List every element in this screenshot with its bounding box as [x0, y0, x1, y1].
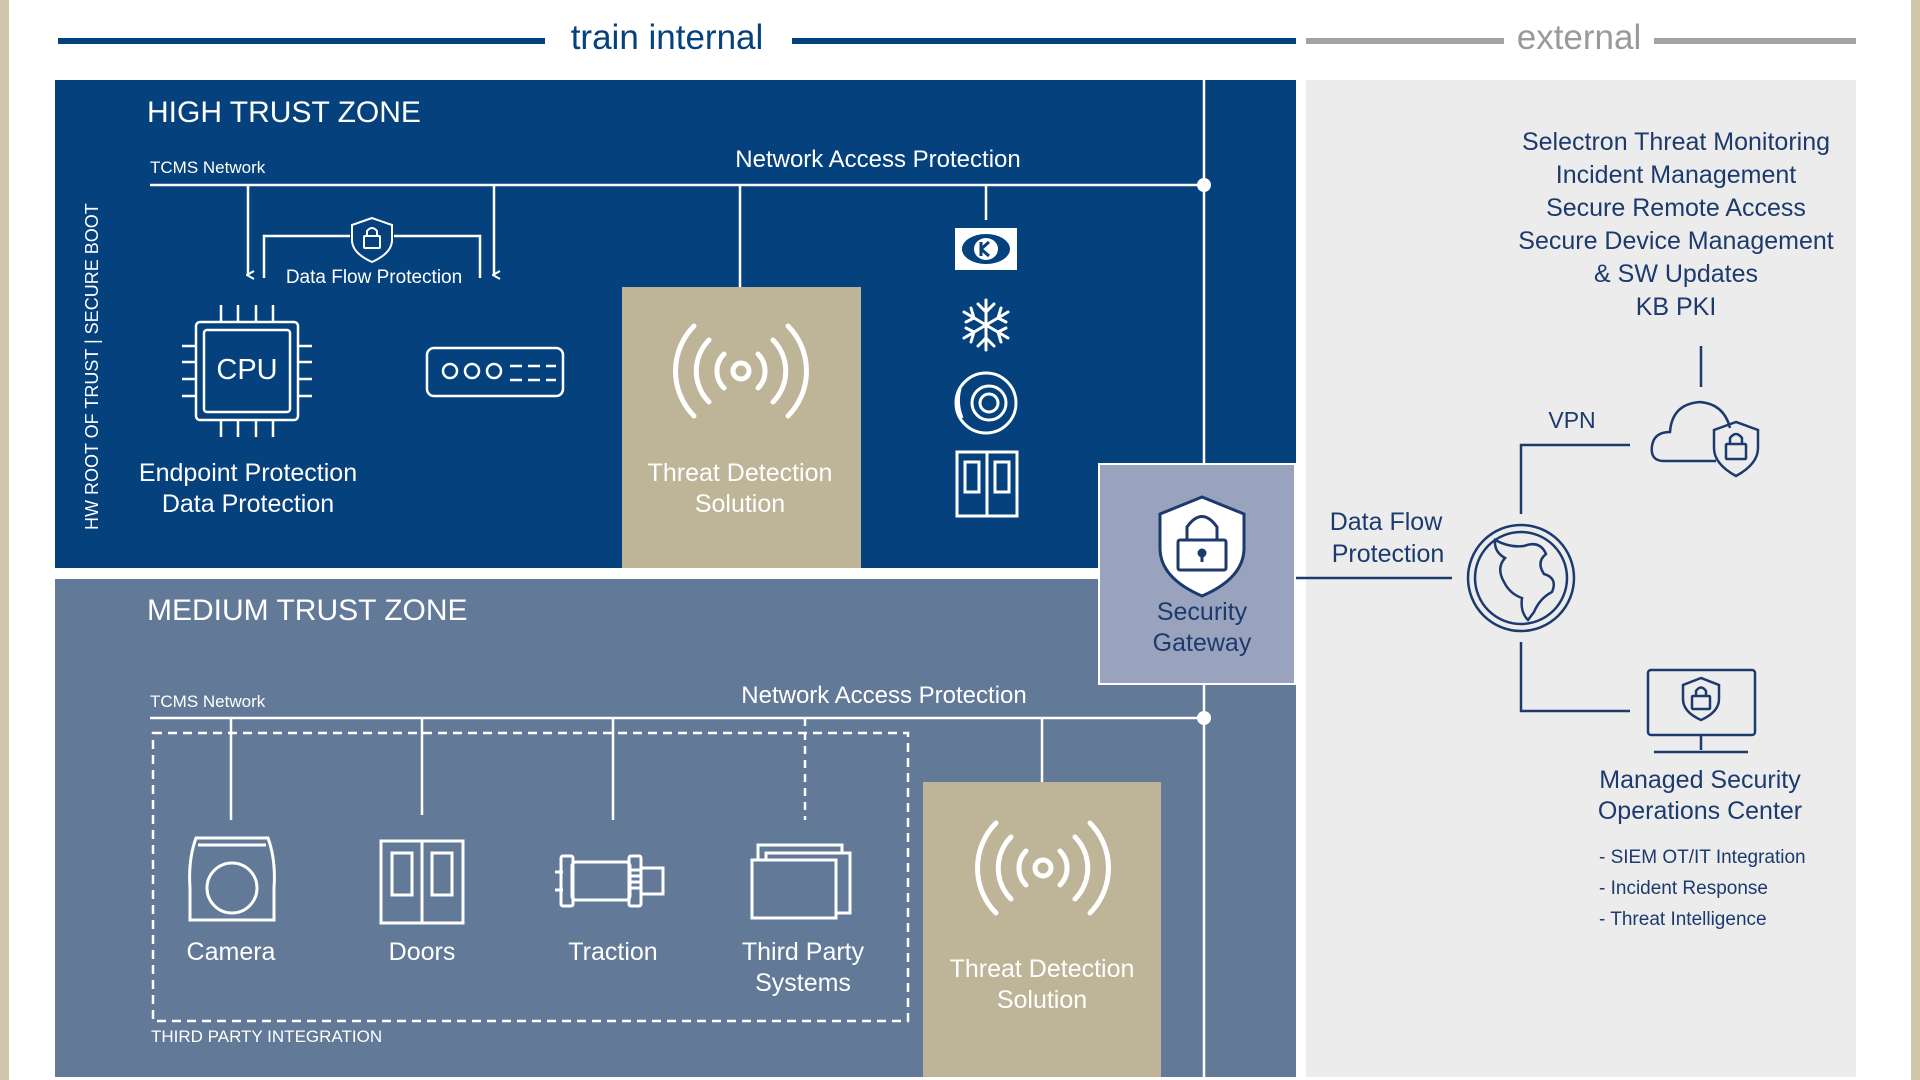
- high-network-access-protection-label: Network Access Protection: [735, 146, 1021, 173]
- high-tcms-network-label: TCMS Network: [150, 158, 266, 177]
- high-threat-detection-solution-label: Solution: [694, 490, 786, 518]
- shield-lock-icon: [1158, 495, 1246, 598]
- medium-tcms-network-lines: [150, 685, 1206, 1077]
- camera-icon: [188, 836, 276, 922]
- left-border: [0, 0, 9, 1080]
- soc-item: - SIEM OT/IT Integration: [1599, 847, 1806, 868]
- external-service-item: Incident Management: [1555, 161, 1797, 189]
- medium-network-access-protection-label: Network Access Protection: [741, 682, 1027, 709]
- soc-item: - Incident Response: [1599, 878, 1768, 899]
- medium-tcms-network-label: TCMS Network: [150, 692, 266, 711]
- external-header-rule-left: [1306, 38, 1504, 44]
- wireless-signal-icon: [975, 820, 1111, 916]
- high-data-flow-protection-label: Data Flow Protection: [285, 267, 463, 288]
- managed-soc-label-line2: Operations Center: [1597, 797, 1803, 825]
- medium-network-junction-dot: [1197, 711, 1211, 725]
- data-protection-label: Data Protection: [161, 490, 335, 518]
- monitor-lock-icon: [1646, 668, 1757, 754]
- external-connection-lines: [1296, 346, 1703, 713]
- right-border: [1911, 0, 1920, 1080]
- endpoint-protection-label: Endpoint Protection: [138, 459, 358, 487]
- external-header-rule-right: [1654, 38, 1856, 44]
- managed-soc-label: Managed Security: [1599, 766, 1801, 794]
- threat-detection-box-high: [622, 287, 861, 568]
- third-party-label: Third Party: [741, 938, 865, 966]
- internal-header-rule-right: [792, 38, 1296, 44]
- traction-motor-icon: [555, 854, 665, 908]
- traction-label: Traction: [568, 938, 658, 966]
- cpu-icon: [182, 305, 312, 437]
- router-icon: [425, 346, 565, 398]
- camera-label: Camera: [186, 938, 276, 966]
- threat-detection-box-medium: [923, 782, 1161, 1077]
- vpn-label: VPN: [1548, 407, 1596, 433]
- globe-icon: [1466, 523, 1576, 633]
- high-trust-zone-title: HIGH TRUST ZONE: [147, 96, 421, 129]
- high-threat-detection-label: Threat Detection: [647, 459, 833, 487]
- third-party-integration-frame: [151, 731, 910, 1023]
- external-service-item: KB PKI: [1635, 293, 1717, 321]
- high-tcms-network-lines: [150, 80, 1206, 463]
- medium-threat-detection-label: Threat Detection: [949, 955, 1135, 983]
- knorr-logo-icon: [955, 228, 1017, 270]
- internal-header-rule-left: [58, 38, 545, 44]
- soc-item: - Threat Intelligence: [1599, 909, 1767, 930]
- external-service-item: Secure Remote Access: [1546, 194, 1806, 222]
- doors-label: Doors: [388, 938, 456, 966]
- third-party-systems-label: Systems: [755, 969, 851, 997]
- security-gateway-label-line2: Gateway: [1152, 629, 1252, 657]
- door-icon: [955, 450, 1019, 518]
- security-gateway-label: Security: [1156, 598, 1248, 626]
- medium-threat-detection-solution-label: Solution: [996, 986, 1088, 1014]
- external-service-item: Secure Device Management: [1518, 227, 1834, 255]
- internal-header-label: train internal: [570, 18, 764, 57]
- brake-disc-icon: [954, 371, 1018, 435]
- snowflake-icon: [962, 298, 1010, 352]
- external-service-item: Selectron Threat Monitoring: [1521, 128, 1831, 156]
- hw-root-of-trust-label: HW ROOT OF TRUST | SECURE BOOT: [82, 203, 102, 530]
- external-data-flow-protection-label: Protection: [1331, 540, 1445, 568]
- wireless-signal-icon: [673, 323, 809, 419]
- shield-lock-icon: [351, 216, 393, 264]
- external-header-label: external: [1516, 18, 1642, 57]
- external-data-flow-label: Data Flow: [1329, 508, 1443, 536]
- external-service-item: & SW Updates: [1594, 260, 1758, 288]
- medium-trust-zone-title: MEDIUM TRUST ZONE: [147, 594, 468, 627]
- high-network-junction-dot: [1197, 178, 1211, 192]
- door-icon: [379, 839, 465, 925]
- third-party-integration-label: THIRD PARTY INTEGRATION: [151, 1027, 383, 1046]
- stacked-panels-icon: [750, 843, 852, 920]
- cloud-lock-icon: [1650, 400, 1760, 478]
- cpu-label: CPU: [216, 354, 278, 386]
